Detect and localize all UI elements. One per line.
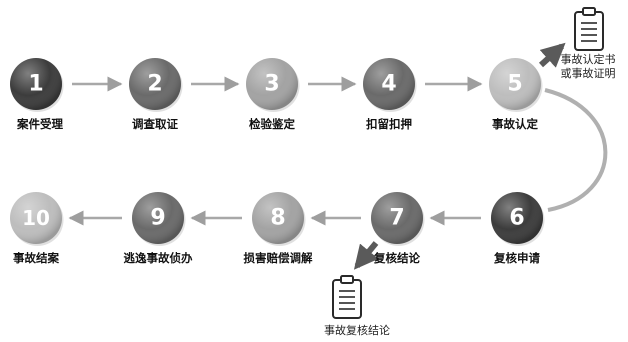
- document-label: 事故复核结论: [324, 323, 390, 337]
- step-highlight: [246, 58, 298, 110]
- step-node-6: 6 复核申请: [491, 192, 545, 265]
- step-node-1: 1 案件受理: [10, 58, 64, 131]
- step-number: 3: [264, 72, 279, 97]
- step-label: 案件受理: [16, 117, 63, 131]
- step-number: 5: [507, 72, 522, 97]
- step-highlight: [489, 58, 541, 110]
- step-node-7: 7 复核结论: [371, 192, 425, 265]
- step-label: 复核申请: [493, 251, 540, 265]
- document-label: 事故认定书: [561, 52, 616, 66]
- clipboard-icon: [332, 275, 362, 319]
- step-node-3: 3 检验鉴定: [246, 58, 300, 131]
- step-number: 2: [147, 72, 162, 97]
- step-label: 逃逸事故侦办: [124, 251, 193, 265]
- clipboard-icon: [574, 7, 604, 51]
- step-number: 1: [28, 72, 43, 97]
- callout-arrow-document-2: [353, 241, 379, 270]
- step-label: 损害赔偿调解: [244, 251, 313, 265]
- step-number: 6: [509, 206, 524, 231]
- step-label: 调查取证: [132, 117, 178, 131]
- step-number: 10: [22, 206, 50, 230]
- step-label: 检验鉴定: [249, 117, 295, 131]
- step-label: 扣留扣押: [366, 117, 412, 131]
- step-highlight: [371, 192, 423, 244]
- step-node-layer: 1 案件受理 2 调查取证 3 检验鉴定 4 扣留扣押 5 事故认定 6 复核申请 7 复核结论 8 损害赔偿…: [10, 58, 545, 265]
- step-highlight: [132, 192, 184, 244]
- step-node-9: 9 逃逸事故侦办: [124, 192, 193, 265]
- step-label: 事故结案: [13, 251, 59, 265]
- step-highlight: [129, 58, 181, 110]
- step-highlight: [10, 192, 62, 244]
- step-highlight: [10, 58, 62, 110]
- step-node-5: 5 事故认定: [489, 58, 543, 131]
- step-highlight: [491, 192, 543, 244]
- step-node-10: 10 事故结案: [10, 192, 64, 265]
- step-node-8: 8 损害赔偿调解: [244, 192, 313, 265]
- connector-5-to-6: [544, 88, 608, 212]
- step-number: 9: [150, 206, 165, 231]
- step-number: 7: [389, 206, 404, 231]
- step-label: 复核结论: [373, 251, 420, 265]
- step-number: 4: [381, 72, 396, 97]
- step-node-4: 4 扣留扣押: [363, 58, 417, 131]
- document-label: 或事故证明: [561, 66, 616, 80]
- step-highlight: [363, 58, 415, 110]
- callout-arrow-document-1: [538, 42, 566, 68]
- step-label: 事故认定: [492, 117, 538, 131]
- step-node-2: 2 调查取证: [129, 58, 183, 131]
- step-highlight: [252, 192, 304, 244]
- step-number: 8: [270, 206, 285, 231]
- connector-layer: [68, 76, 483, 226]
- document-2: 事故复核结论: [324, 275, 390, 337]
